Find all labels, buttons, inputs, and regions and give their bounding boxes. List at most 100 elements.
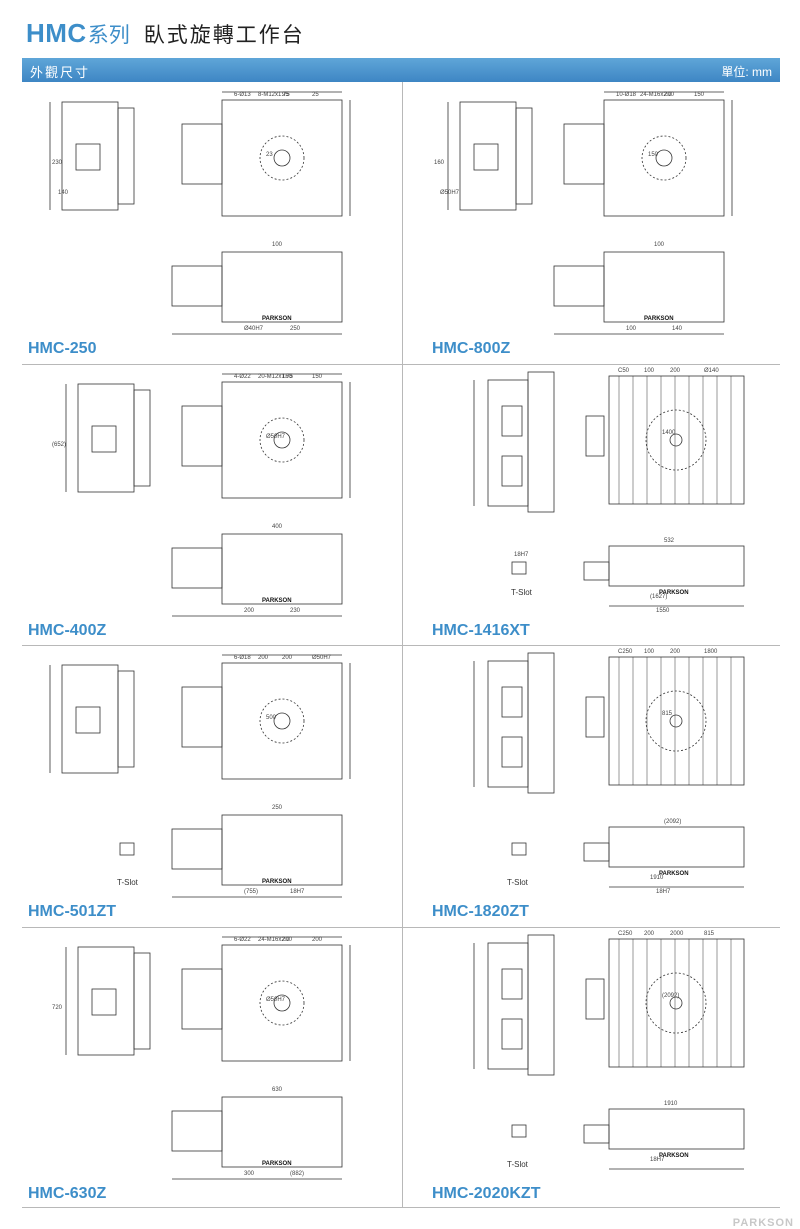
dimension-label: 18H7 [656,889,671,895]
dimension-label: 100 [644,368,655,374]
side-view-body [61,664,119,774]
dimension-label: 160 [434,160,445,166]
tslot-detail [511,842,527,856]
side-view-gear [501,736,523,768]
dimension-label: 6-Ø22 [234,937,251,943]
grid-divider-row2 [22,645,780,646]
top-view-table [221,662,343,780]
dimension-label: 100 [644,649,655,655]
side-view-table [527,371,555,513]
dimension-label: 150 [312,374,323,380]
footer-brand: PARKSON [732,1217,794,1229]
side-view-gear [501,1018,523,1050]
dimension-label: 24-M16x2.0 [258,937,290,943]
dimension-label: 250 [290,326,301,332]
dimension-label: 140 [672,326,683,332]
dimension-label: 100 [272,242,283,248]
bolt-circle [259,135,305,181]
dimension-label: 150 [648,152,659,158]
dimension-label: 2000 [670,931,684,937]
tslot-detail [511,561,527,575]
brand-plate: PARKSON [262,316,292,322]
dimension-label: 95 [282,92,289,98]
tslot-label: T-Slot [117,878,138,887]
dimension-label: 100 [626,326,637,332]
dimension-label: (882) [290,1171,304,1177]
side-view-body [487,660,529,788]
side-view-table [133,952,151,1050]
side-view-body [77,946,135,1056]
model-label: HMC-400Z [28,622,107,639]
dimension-label: (1627) [650,594,667,600]
grid-divider-vertical [402,82,403,1207]
bolt-circle [645,690,707,752]
dimension-label: 25 [312,92,319,98]
tslot-label: T-Slot [507,1160,528,1169]
bolt-circle [645,972,707,1034]
dimension-label: 200 [258,655,269,661]
dimension-label: 200 [644,931,655,937]
brand-plate: PARKSON [262,879,292,885]
bolt-circle [645,409,707,471]
front-view-table [608,1108,745,1150]
dimension-label: (755) [244,889,258,895]
side-view-motor [75,143,101,171]
side-view-motor [501,968,523,1000]
dimension-label: C250 [618,649,633,655]
dimension-label: 18H7 [514,552,529,558]
series-name: HMC [26,18,87,48]
dimension-label: 140 [58,190,69,196]
top-view-motor [585,978,605,1020]
dimension-label: 18H7 [290,889,305,895]
front-view-motor [553,265,605,307]
top-view-motor [563,123,605,185]
tslot-detail [119,842,135,856]
series-suffix: 系列 [87,24,130,47]
dimension-label: 20-M12x1.75 [258,374,294,380]
dimension-label: 160 [282,374,293,380]
bolt-circle [259,417,305,463]
front-view-table [221,1096,343,1168]
center-bore [655,149,673,167]
side-view-motor [501,686,523,718]
dimension-label: 250 [272,805,283,811]
model-label: HMC-800Z [432,340,511,357]
dimension-label: 230 [52,160,63,166]
center-bore [669,996,683,1010]
top-view-motor [585,415,605,457]
dimension-label: 200 [282,655,293,661]
front-view-motor [583,561,610,581]
dimension-label: C50 [618,368,630,374]
model-label: HMC-250 [28,340,97,357]
side-view-table [133,389,151,487]
bolt-circle [641,135,687,181]
grid-divider-bottom [22,1207,780,1208]
dimension-label: C250 [618,931,633,937]
side-view-motor [91,988,117,1016]
dimension-label: 150 [694,92,705,98]
front-view-motor [171,547,223,589]
model-label: HMC-2020KZT [432,1185,541,1202]
dimension-label: (2092) [662,993,679,999]
top-view-table [221,99,343,217]
dimension-label: Ø50H7 [266,997,286,1003]
center-bore [273,994,291,1012]
dimension-label: 18H7 [650,1157,665,1163]
page-title: HMC 系列 臥式旋轉工作台 [26,18,305,52]
top-view-table [608,375,745,505]
brand-plate: PARKSON [262,1161,292,1167]
dimension-label: 1910 [664,1101,678,1107]
front-view-table [608,826,745,868]
dimension-label: (2092) [664,819,681,825]
model-label: HMC-630Z [28,1185,107,1202]
side-view-body [61,101,119,211]
dimension-label: 200 [244,608,255,614]
